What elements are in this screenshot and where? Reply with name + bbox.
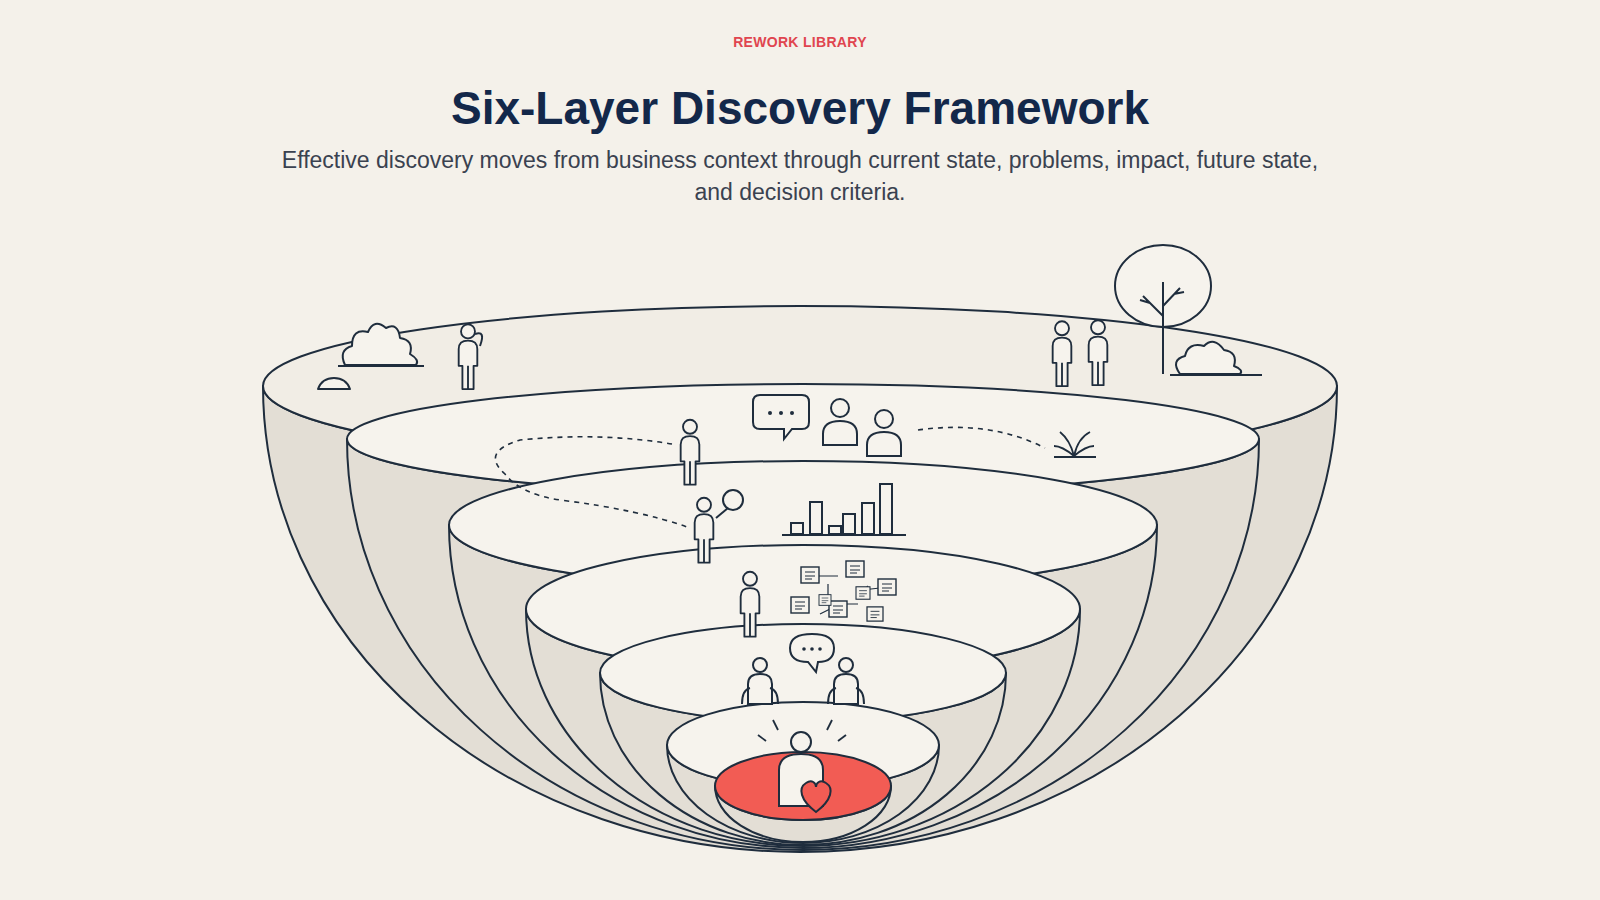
caption: Effective discovery moves from business …	[260, 144, 1340, 208]
caption-wrap: Effective discovery moves from business …	[0, 144, 1600, 208]
title: Six-Layer Discovery Framework	[0, 80, 1600, 136]
library-label: REWORK LIBRARY	[0, 34, 1600, 50]
